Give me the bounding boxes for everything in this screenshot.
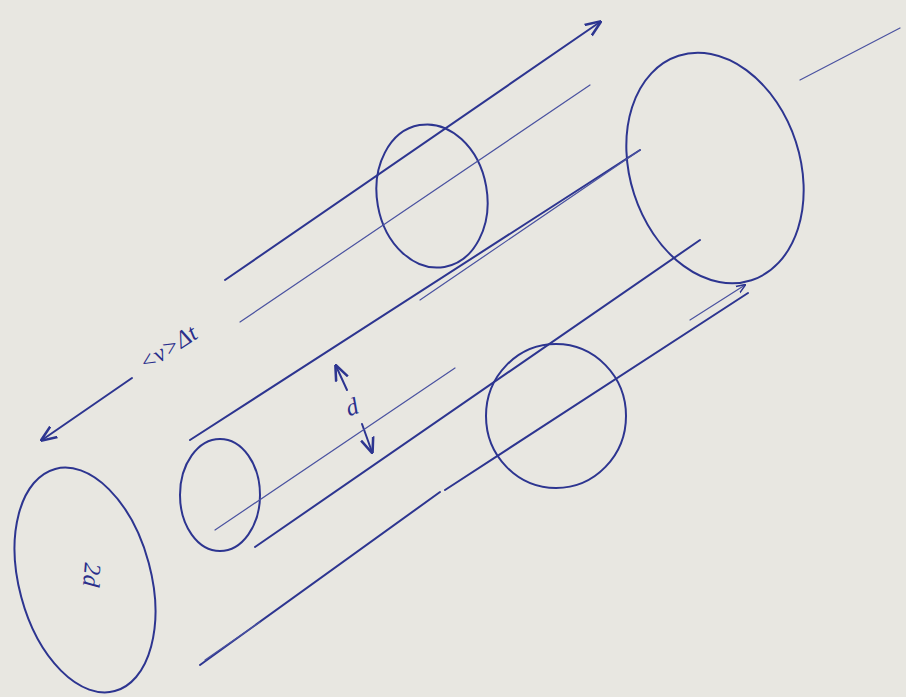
guide-line (800, 28, 900, 80)
cylinder-end (180, 439, 260, 551)
molecule-circle (486, 344, 626, 488)
dimension-line (42, 378, 132, 440)
outer-edge (445, 293, 748, 490)
diameter-arrow (336, 366, 347, 390)
molecule-circle (365, 116, 498, 277)
diameter-label: d (342, 394, 361, 421)
cylinder-top-edge (190, 150, 640, 440)
guide-line (420, 150, 640, 300)
dimension-line (225, 22, 600, 280)
diameter-arrow (362, 424, 372, 452)
cylinder-far-end (598, 30, 833, 307)
guide-line (690, 285, 745, 320)
guide-line (240, 85, 590, 322)
cross-section-label: 2d (79, 562, 105, 588)
cylinder-bottom-edge (255, 240, 700, 547)
cross-section-ellipse (0, 452, 179, 697)
guide-line (215, 368, 455, 530)
length-label: <v>Δt (135, 321, 202, 376)
guide-line (205, 622, 260, 660)
outer-edge (200, 492, 440, 665)
